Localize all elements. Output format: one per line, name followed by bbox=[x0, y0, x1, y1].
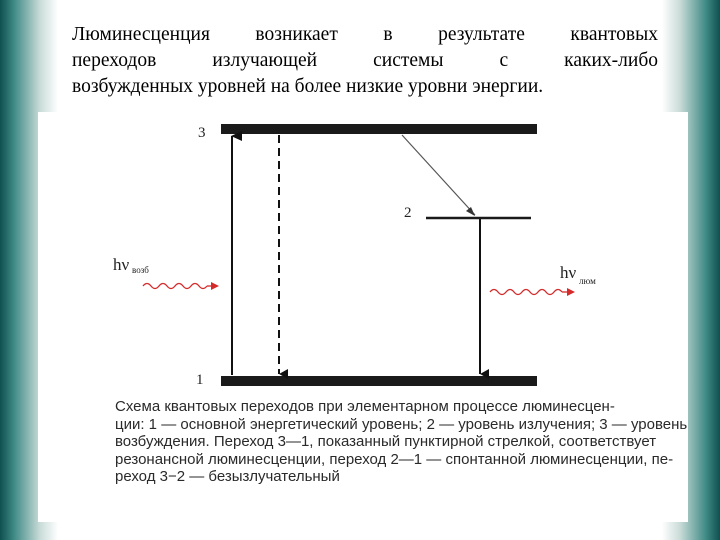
level-1-bar bbox=[221, 376, 537, 386]
caption-line: резонансной люминесценции, переход 2—1 —… bbox=[115, 450, 674, 468]
level-3-label: 3 bbox=[198, 125, 206, 141]
absorbed-photon-arrowhead bbox=[211, 282, 219, 290]
level-3-bar bbox=[221, 124, 537, 134]
intro-line: Люминесценция возникает в результате ква… bbox=[72, 24, 658, 45]
emitted-photon-symbol: hν bbox=[560, 263, 577, 282]
diagram-canvas: 3 2 1 hν возб hν люм bbox=[113, 124, 596, 388]
emitted-photon-wave bbox=[489, 288, 563, 296]
absorbed-photon-wave bbox=[142, 282, 208, 290]
absorbed-photon-subscript: возб bbox=[132, 265, 149, 275]
emitted-photon-arrowhead bbox=[567, 288, 575, 296]
caption-line: возбуждения. Переход 3—1, показанный пун… bbox=[115, 433, 657, 450]
energy-level-diagram: 3 2 1 hν возб hν люм bbox=[38, 112, 688, 522]
absorbed-photon-symbol: hν bbox=[113, 255, 130, 274]
intro-line: возбужденных уровней на более низкие уро… bbox=[72, 76, 544, 97]
intro-paragraph: Люминесценция возникает в результате ква… bbox=[72, 22, 658, 100]
level-1-label: 1 bbox=[196, 372, 204, 388]
caption-line: ции: 1 — основной энергетический уровень… bbox=[115, 415, 688, 433]
emitted-photon-subscript: люм bbox=[579, 276, 596, 286]
caption-line: Схема квантовых переходов при элементарн… bbox=[115, 398, 615, 415]
intro-line: переходов излучающей системы с каких-либ… bbox=[72, 50, 658, 71]
level-2-label: 2 bbox=[404, 205, 412, 221]
nonradiative-transition-arrow bbox=[401, 134, 476, 216]
caption-line: реход 3−2 — безызлучательный bbox=[115, 468, 340, 485]
nonradiative-arrowhead bbox=[466, 207, 475, 216]
figure-caption: Схема квантовых переходов при элементарн… bbox=[115, 398, 688, 486]
